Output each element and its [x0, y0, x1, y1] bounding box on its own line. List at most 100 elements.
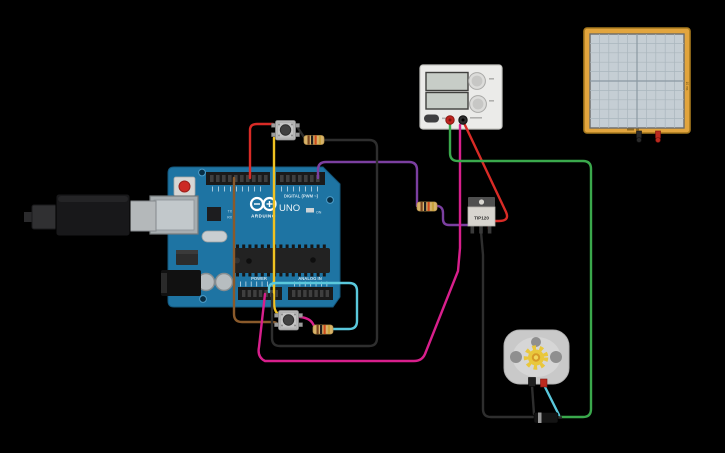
- transistor-emitter-leg[interactable]: [487, 225, 492, 234]
- button-pin-dot: [291, 123, 293, 126]
- crystal: [201, 230, 228, 243]
- psu-voltage-knob[interactable]: [468, 72, 486, 90]
- oscilloscope-axes: [590, 34, 684, 128]
- digital-label: DIGITAL (PWM ~): [284, 194, 319, 199]
- wire-red-pin-to-top-button[interactable]: [248, 122, 275, 180]
- usb-strain-relief: [31, 204, 59, 230]
- resistor-band: [307, 135, 310, 145]
- on-label: ON: [316, 211, 322, 215]
- analog-header[interactable]: [288, 287, 333, 300]
- wire-black-collector-to-motor[interactable]: [479, 230, 539, 419]
- motor-vent: [550, 351, 562, 363]
- oscilloscope[interactable]: 10 ms: [583, 27, 691, 143]
- psu-voltage-display: [425, 71, 469, 92]
- psu-knob-mark: [489, 78, 494, 80]
- transistor-collector-leg[interactable]: [479, 225, 483, 234]
- digital-header-left[interactable]: [206, 172, 270, 185]
- resistor-band: [323, 325, 326, 334]
- oscilloscope-bottom-mark: [636, 128, 639, 131]
- usb-metal-shell: [127, 200, 157, 232]
- resistor-band: [316, 325, 319, 334]
- arduino-uno-board[interactable]: DIGITAL (PWM ~) TX RX ARDUINO UNO ON: [149, 166, 341, 308]
- tip120-transistor[interactable]: TIP120: [467, 197, 496, 234]
- tx-label: TX: [228, 210, 233, 214]
- transistor-tab-hole: [478, 199, 485, 205]
- oscilloscope-negative-terminal[interactable]: [636, 130, 642, 143]
- regulator-tab: [176, 250, 198, 254]
- on-led: [306, 208, 314, 213]
- psu-current-knob[interactable]: [469, 95, 487, 113]
- power-header[interactable]: [238, 287, 282, 300]
- button-cap[interactable]: [279, 124, 292, 136]
- atmega-chip[interactable]: [233, 244, 330, 277]
- mount-hole: [326, 196, 334, 204]
- psu-knob-mark: [489, 100, 494, 102]
- wire-green-psu-to-motor[interactable]: [448, 121, 593, 419]
- flyback-diode[interactable]: [533, 412, 562, 424]
- arduino-logo-icon: [249, 196, 277, 212]
- pushbutton-bottom[interactable]: [274, 310, 303, 331]
- button-cap[interactable]: [282, 314, 295, 326]
- motor-positive-terminal[interactable]: [540, 378, 548, 388]
- resistor-band: [311, 135, 314, 145]
- resistor-band: [327, 325, 330, 334]
- button-pin-dot: [278, 123, 280, 126]
- resistor-band: [420, 202, 423, 211]
- transistor-label: TIP120: [474, 216, 489, 221]
- rx-label: RX: [227, 216, 232, 220]
- psu-power-button[interactable]: [424, 114, 439, 123]
- wire-black-motor-lead[interactable]: [530, 384, 536, 416]
- power-supply[interactable]: [419, 64, 503, 130]
- resistor-top[interactable]: [303, 135, 325, 145]
- motor-vent: [510, 351, 522, 363]
- button-pin-dot: [294, 313, 296, 316]
- oscilloscope-bottom-mark: [627, 128, 634, 131]
- button-pin-dot: [281, 313, 283, 316]
- power-label: POWER: [251, 276, 267, 281]
- wire-cyan-analog[interactable]: [267, 281, 359, 331]
- diode-cathode-band: [538, 412, 542, 423]
- digital-header-right[interactable]: [276, 172, 325, 185]
- button-pin-dot: [294, 324, 296, 327]
- resistor-base[interactable]: [416, 201, 438, 212]
- pushbutton-top[interactable]: [271, 120, 300, 141]
- resistor-bottom[interactable]: [312, 324, 334, 335]
- psu-negative-terminal[interactable]: [458, 115, 468, 125]
- wire-cyan-motor-lead[interactable]: [543, 385, 561, 417]
- motor-negative-terminal[interactable]: [528, 377, 536, 387]
- reset-button[interactable]: [173, 176, 196, 197]
- usb-port: [149, 195, 199, 235]
- oscilloscope-positive-terminal[interactable]: [655, 130, 661, 143]
- button-pin-dot: [291, 134, 293, 137]
- resistor-band: [431, 202, 434, 211]
- button-pin-dot: [278, 134, 280, 137]
- resistor-band: [424, 202, 427, 211]
- resistor-band: [320, 325, 323, 334]
- resistor-band: [314, 135, 317, 145]
- usb-plug-body: [55, 193, 131, 237]
- usb-plug[interactable]: [24, 193, 157, 237]
- usb-plug-highlight: [58, 196, 128, 202]
- arduino-brand-label: ARDUINO: [251, 214, 276, 219]
- diode-body[interactable]: [533, 412, 559, 424]
- psu-current-display: [425, 91, 469, 110]
- psu-positive-terminal[interactable]: [445, 115, 455, 125]
- wire-yellow-button-to-button[interactable]: [272, 136, 279, 318]
- psu-mark: [442, 117, 448, 120]
- usb-cable: [24, 212, 34, 222]
- wire-magenta-gnd-to-psu[interactable]: [257, 123, 462, 363]
- mount-hole: [199, 295, 207, 303]
- arduino-model-label: UNO: [279, 203, 300, 214]
- mount-hole: [198, 168, 206, 177]
- button-pin-dot: [281, 324, 283, 327]
- analog-label: ANALOG IN: [298, 276, 322, 281]
- motor-shaft-gear-icon: [523, 345, 549, 370]
- dc-motor[interactable]: [503, 329, 570, 385]
- wire-red-psu-to-emitter[interactable]: [462, 121, 509, 231]
- usb-chip: [207, 207, 221, 221]
- oscilloscope-timediv-label: 10 ms: [685, 82, 689, 91]
- transistor-base-leg[interactable]: [470, 225, 475, 234]
- wire-black-gnd-loop[interactable]: [270, 126, 379, 348]
- transistor-body[interactable]: [467, 206, 496, 227]
